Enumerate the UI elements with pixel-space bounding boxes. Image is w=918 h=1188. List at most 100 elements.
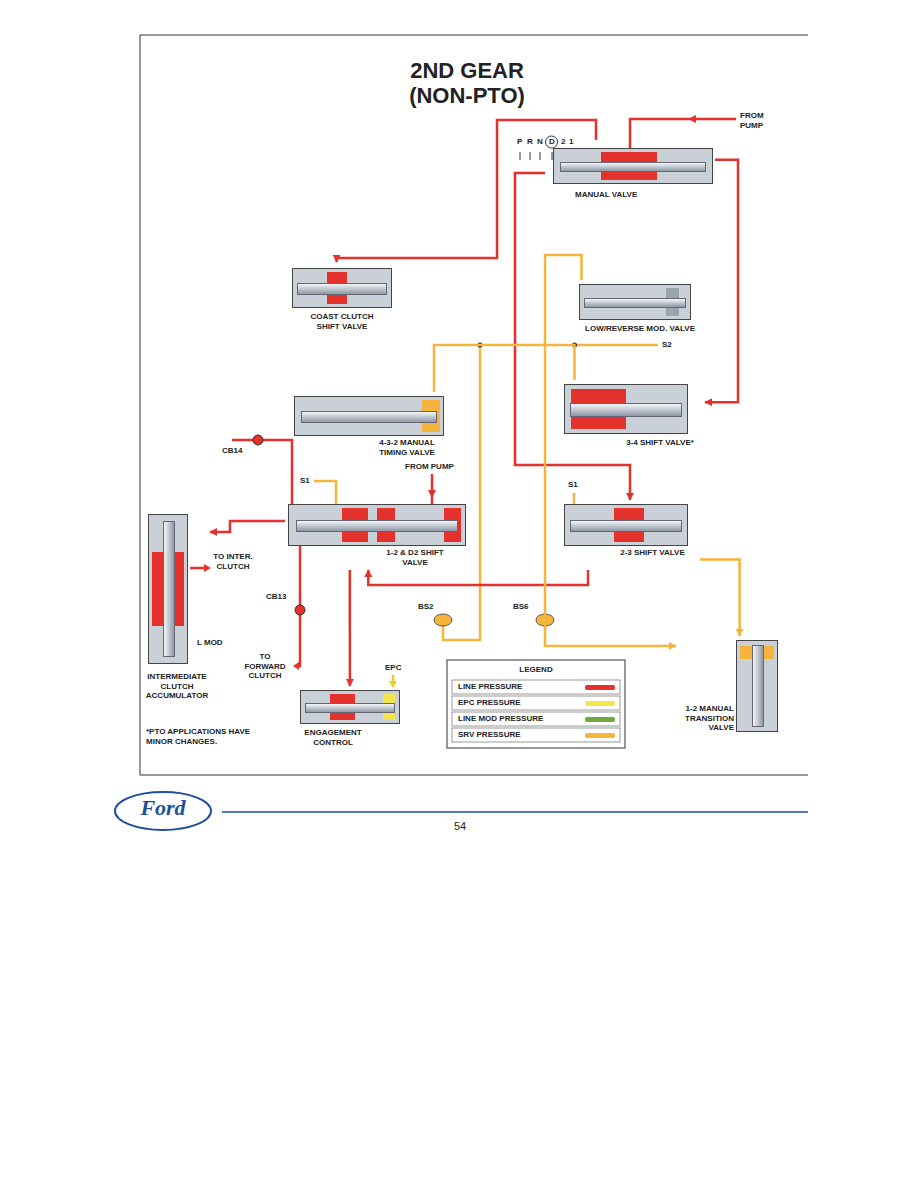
valve-body bbox=[300, 690, 400, 724]
legend-row bbox=[452, 728, 620, 742]
valve-spool bbox=[752, 645, 764, 728]
pressure-line bbox=[210, 521, 285, 532]
valve-label: ENGAGEMENT CONTROL bbox=[296, 728, 370, 747]
selector-letter: N bbox=[537, 137, 543, 147]
valve-node: 1-2 & D2 SHIFT VALVE bbox=[285, 500, 470, 570]
logo-oval bbox=[115, 792, 211, 830]
line-pressure-wires bbox=[190, 119, 736, 666]
legend-swatch bbox=[585, 685, 615, 690]
valve-spool bbox=[296, 520, 458, 532]
valve-spool bbox=[301, 411, 437, 422]
valve-label: 1-2 & D2 SHIFT VALVE bbox=[377, 548, 453, 567]
pressure-label: L MOD bbox=[197, 638, 223, 648]
selector-ring bbox=[546, 136, 558, 148]
check-ball-label: CB13 bbox=[266, 592, 286, 602]
check-ball-label: BS2 bbox=[418, 602, 434, 612]
pressure-line bbox=[515, 173, 630, 500]
selector-letter: R bbox=[527, 137, 533, 147]
valve-spool bbox=[570, 403, 682, 417]
valve-spool bbox=[560, 162, 705, 172]
selector-letter: 1 bbox=[569, 137, 573, 147]
legend-text: LINE MOD PRESSURE bbox=[458, 714, 543, 724]
valve-label: MANUAL VALVE bbox=[575, 190, 685, 200]
selector-letter: P bbox=[517, 137, 522, 147]
valve-body bbox=[553, 148, 713, 184]
valve-node: MANUAL VALVE bbox=[545, 140, 715, 206]
pressure-label: EPC bbox=[385, 663, 401, 673]
destination-label: TO FORWARD CLUTCH bbox=[240, 652, 290, 681]
valve-node: 2-3 SHIFT VALVE bbox=[560, 500, 700, 570]
legend-text: SRV PRESSURE bbox=[458, 730, 521, 740]
flow-arrow bbox=[688, 115, 696, 123]
tick bbox=[520, 152, 521, 160]
legend-text: LINE PRESSURE bbox=[458, 682, 522, 692]
legend-row bbox=[452, 696, 620, 710]
legend-swatch bbox=[585, 717, 615, 722]
solenoid-label: S2 bbox=[662, 340, 672, 350]
valve-label: 1-2 MANUAL TRANSITION VALVE bbox=[676, 704, 734, 733]
pressure-line bbox=[337, 120, 596, 262]
flow-arrow bbox=[293, 662, 299, 670]
valve-body bbox=[564, 504, 688, 546]
valve-body bbox=[288, 504, 466, 546]
valve-spool bbox=[305, 703, 395, 713]
s1-wire bbox=[573, 493, 576, 504]
epc-wire bbox=[392, 675, 395, 682]
page-number: 54 bbox=[440, 820, 480, 833]
valve-node: INTERMEDIATE CLUTCH ACCUMULATOR bbox=[144, 512, 210, 712]
check-ball-label: BS6 bbox=[513, 602, 529, 612]
valve-body bbox=[294, 396, 444, 436]
valve-label: LOW/REVERSE MOD. VALVE bbox=[575, 324, 705, 334]
footnote: *PTO APPLICATIONS HAVE MINOR CHANGES. bbox=[146, 727, 274, 746]
pressure-line bbox=[705, 160, 738, 402]
valve-body bbox=[579, 284, 691, 320]
destination-label: TO INTER. CLUTCH bbox=[213, 552, 253, 571]
solenoid-label: S1 bbox=[568, 480, 578, 490]
legend-swatch bbox=[585, 701, 615, 706]
pressure-line bbox=[700, 560, 740, 637]
legend-row bbox=[452, 712, 620, 726]
flow-arrow bbox=[389, 681, 397, 688]
bs2-wire bbox=[443, 345, 480, 640]
valve-label: COAST CLUTCH SHIFT VALVE bbox=[302, 312, 382, 331]
check-ball bbox=[434, 614, 452, 626]
brand-logo: Ford bbox=[115, 797, 211, 819]
valve-body bbox=[736, 640, 778, 732]
legend-swatch bbox=[585, 733, 615, 738]
pump-feed-wire bbox=[630, 119, 736, 148]
diagram-title: 2ND GEAR (NON-PTO) bbox=[387, 58, 547, 109]
valve-node: 1-2 MANUAL TRANSITION VALVE bbox=[676, 636, 782, 736]
valve-spool bbox=[570, 520, 682, 532]
tick bbox=[530, 152, 531, 160]
source-label: FROM PUMP bbox=[405, 462, 454, 472]
tick bbox=[540, 152, 541, 160]
check-ball bbox=[253, 435, 263, 445]
valve-spool bbox=[584, 298, 685, 308]
valve-body bbox=[148, 514, 188, 664]
valve-node: 4-3-2 MANUAL TIMING VALVE bbox=[290, 392, 450, 464]
footer-rule bbox=[222, 811, 808, 813]
frame bbox=[140, 35, 808, 775]
valve-label: 4-3-2 MANUAL TIMING VALVE bbox=[366, 438, 448, 457]
valve-node: ENGAGEMENT CONTROL bbox=[296, 686, 406, 750]
valve-node: COAST CLUTCH SHIFT VALVE bbox=[288, 262, 396, 336]
valve-node: 3-4 SHIFT VALVE* bbox=[560, 380, 705, 454]
valve-body bbox=[564, 384, 688, 434]
valve-label: 2-3 SHIFT VALVE bbox=[615, 548, 690, 558]
legend-text: EPC PRESSURE bbox=[458, 698, 521, 708]
pressure-line bbox=[368, 570, 588, 585]
solenoid-label: S1 bbox=[300, 476, 310, 486]
valve-label: 3-4 SHIFT VALVE* bbox=[615, 438, 705, 448]
check-ball bbox=[295, 605, 305, 615]
legend-box bbox=[447, 660, 625, 748]
valve-body bbox=[292, 268, 392, 308]
pressure-line bbox=[434, 345, 575, 392]
flow-arrow bbox=[428, 490, 436, 498]
legend-row bbox=[452, 680, 620, 694]
check-ball-label: CB14 bbox=[222, 446, 242, 456]
valve-node: LOW/REVERSE MOD. VALVE bbox=[575, 280, 705, 338]
pump-feed-wire bbox=[431, 474, 434, 504]
flow-arrows bbox=[204, 115, 696, 670]
